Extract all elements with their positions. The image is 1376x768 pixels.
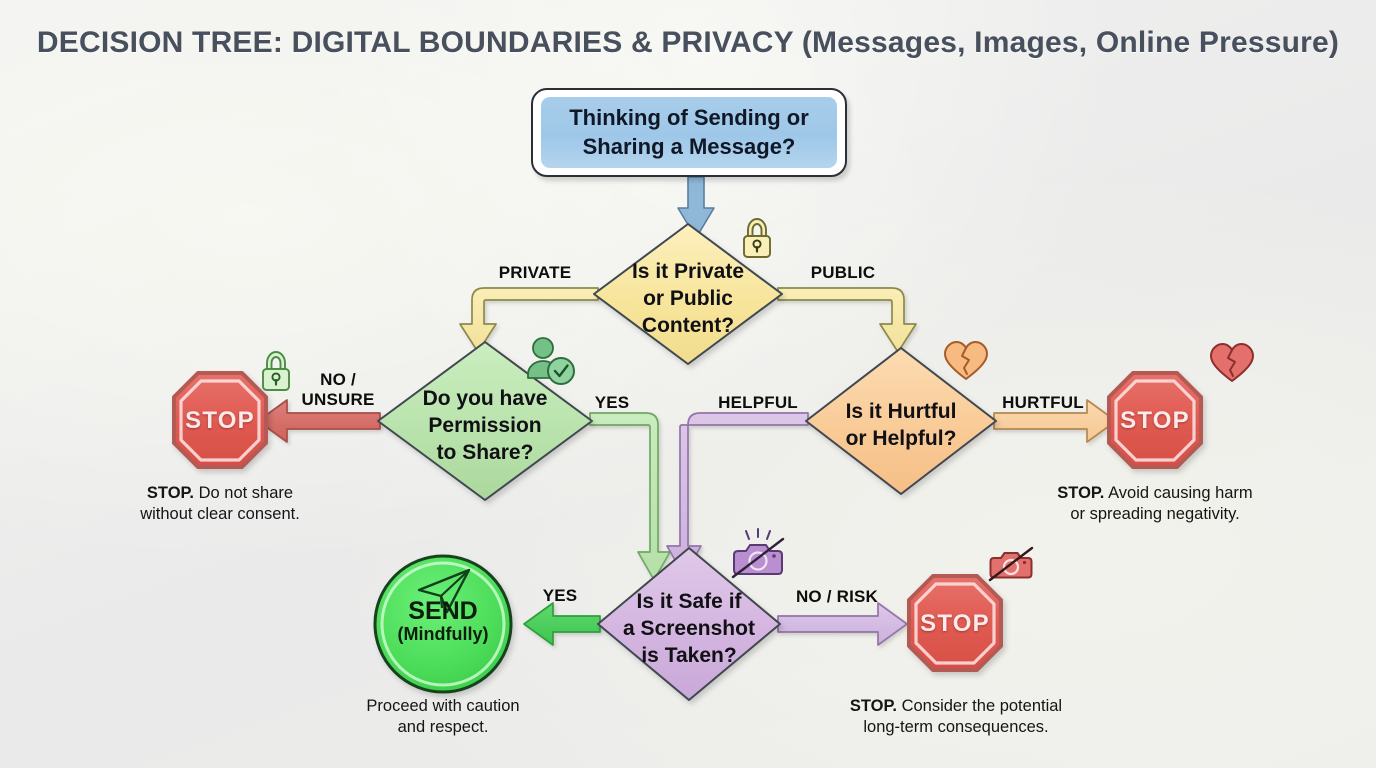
person-check-icon xyxy=(527,337,575,385)
edge-label-helpful: HELPFUL xyxy=(718,393,798,412)
page-title: DECISION TREE: DIGITAL BOUNDARIES & PRIV… xyxy=(36,26,1340,59)
edge-label-hurtful: HURTFUL xyxy=(1002,393,1084,412)
no-camera-icon xyxy=(988,546,1034,582)
node-stop-consent-label: STOP xyxy=(185,407,255,434)
node-stop-harm-label: STOP xyxy=(1120,407,1190,434)
node-permission[interactable] xyxy=(377,341,593,501)
paper-plane-icon xyxy=(417,568,471,614)
edge-yes-screenshot xyxy=(523,602,601,646)
node-screenshot-safe[interactable] xyxy=(597,547,781,701)
node-send[interactable] xyxy=(373,554,513,694)
edge-label-public: PUBLIC xyxy=(810,263,876,282)
no-camera-icon xyxy=(731,528,785,579)
lock-icon xyxy=(743,218,771,258)
node-stop-harm[interactable] xyxy=(1107,371,1203,469)
edge-yes-permission xyxy=(589,412,671,581)
edge-label-private: PRIVATE xyxy=(498,263,572,282)
edge-no-unsure xyxy=(257,399,381,443)
edge-label-no-unsure: NO /UNSURE xyxy=(301,370,375,409)
edge-hurtful xyxy=(993,399,1117,443)
node-send-main-label: SEND xyxy=(408,597,478,625)
edge-label-no-risk: NO / RISK xyxy=(795,587,879,606)
node-stop-screenshot[interactable] xyxy=(907,574,1003,672)
node-send-sub-label: (Mindfully) xyxy=(397,624,489,645)
edge-start-to-private-public xyxy=(677,176,715,239)
broken-heart-icon xyxy=(1210,343,1254,382)
broken-heart-icon xyxy=(944,341,988,380)
node-send-label: SEND (Mindfully) xyxy=(370,598,516,646)
edge-private xyxy=(459,287,599,353)
edge-label-yes-permission: YES xyxy=(594,393,630,412)
edge-no-risk xyxy=(777,602,908,646)
node-stop-consent[interactable] xyxy=(172,371,268,469)
edge-public xyxy=(777,287,917,353)
node-hurtful-helpful[interactable] xyxy=(805,347,997,495)
lock-icon xyxy=(262,351,290,391)
node-stop-screenshot-label: STOP xyxy=(920,610,990,637)
node-private-public[interactable] xyxy=(593,223,783,365)
edge-label-yes-screenshot: YES xyxy=(542,586,578,605)
